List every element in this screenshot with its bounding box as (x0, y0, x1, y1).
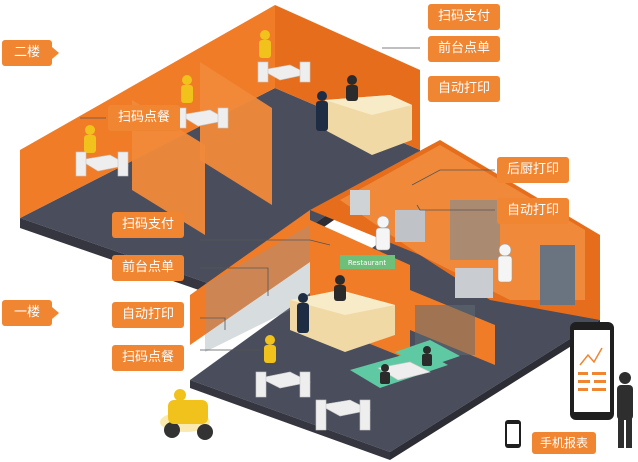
tag-f1-scan-order: 扫码点餐 (112, 345, 185, 371)
tag-f1-scan-pay: 扫码支付 (112, 212, 185, 238)
floor-label-second: 二楼 (2, 40, 60, 66)
delivery-rider-icon (160, 389, 213, 440)
tag-kitchen-print: 后厨打印 (497, 157, 570, 183)
smartphone-icon (570, 322, 614, 420)
tag-f2-scan-order: 扫码点餐 (108, 105, 181, 131)
tag-f2-scan-pay: 扫码支付 (428, 4, 501, 30)
tag-f1-front-desk: 前台点单 (112, 255, 185, 281)
floor-label-first: 一楼 (2, 300, 60, 326)
first-floor (190, 140, 600, 460)
tag-f1-auto-print: 自动打印 (112, 302, 185, 328)
tag-kitchen-auto-print: 自动打印 (497, 198, 570, 224)
small-phone-icon (505, 420, 521, 448)
mobile-report-label: 手机报表 (532, 432, 597, 454)
tag-f2-auto-print: 自动打印 (428, 76, 501, 102)
restaurant-sign: Restaurant (348, 259, 387, 267)
person-icon (617, 372, 633, 448)
tag-f2-front-desk: 前台点单 (428, 36, 501, 62)
callout-lines (80, 47, 495, 351)
